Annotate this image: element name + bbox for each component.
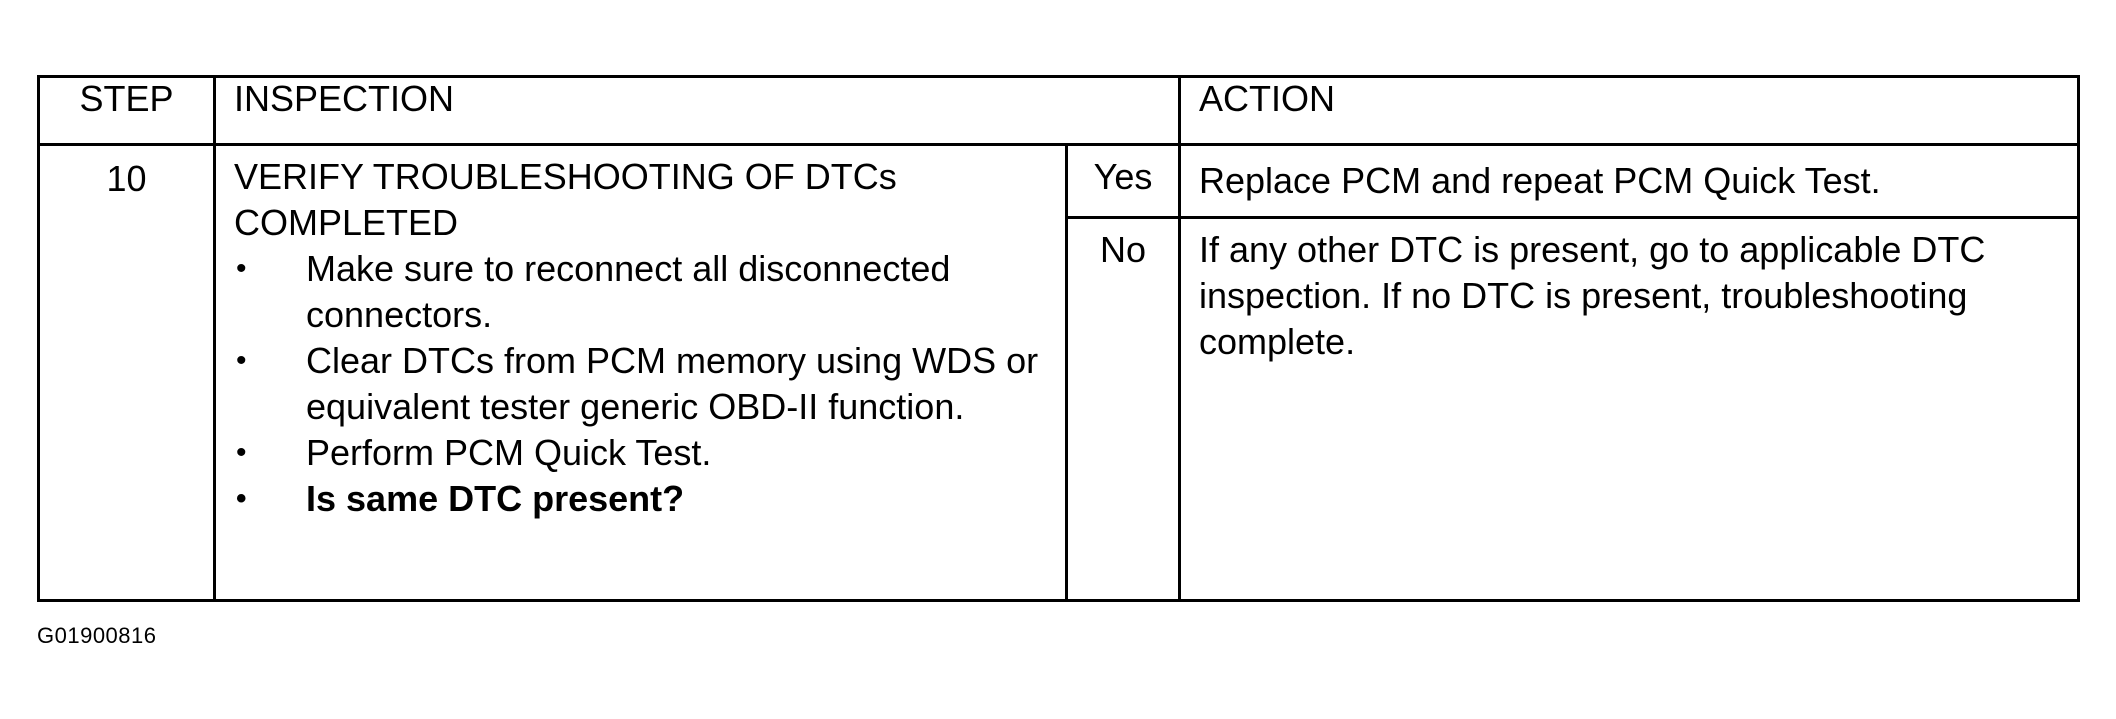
yes-label: Yes: [1065, 143, 1181, 219]
check-text: Make sure to reconnect all disconnected …: [306, 248, 951, 335]
check-item: • Perform PCM Quick Test.: [234, 430, 1055, 476]
check-text: Clear DTCs from PCM memory using WDS or …: [306, 340, 1039, 427]
diagnostic-table: STEP INSPECTION ACTION 10 VERIFY TROUBLE…: [37, 75, 2080, 602]
check-text: Perform PCM Quick Test.: [306, 432, 712, 473]
inspection-checklist: • Make sure to reconnect all disconnecte…: [234, 246, 1055, 522]
no-label: No: [1065, 216, 1181, 602]
check-item: • Make sure to reconnect all disconnecte…: [234, 246, 1055, 338]
check-item: • Clear DTCs from PCM memory using WDS o…: [234, 338, 1055, 430]
yes-action: Replace PCM and repeat PCM Quick Test.: [1178, 143, 2080, 219]
header-action: ACTION: [1178, 75, 2080, 146]
table-row-no: No If any other DTC is present, go to ap…: [39, 216, 2080, 602]
bullet-icon: •: [236, 436, 247, 469]
inspection-title: VERIFY TROUBLESHOOTING OF DTCs COMPLETED: [234, 156, 897, 243]
check-question-text: Is same DTC present?: [306, 478, 685, 519]
bullet-icon: •: [236, 482, 247, 515]
step-number: 10: [37, 143, 216, 602]
bullet-icon: •: [236, 344, 247, 377]
header-step: STEP: [37, 75, 216, 146]
check-item-question: • Is same DTC present?: [234, 476, 1055, 522]
no-action: If any other DTC is present, go to appli…: [1178, 216, 2080, 602]
bullet-icon: •: [236, 252, 247, 285]
figure-id: G01900816: [37, 623, 157, 648]
header-inspection: INSPECTION: [213, 75, 1181, 146]
inspection-cell: VERIFY TROUBLESHOOTING OF DTCs COMPLETED…: [213, 143, 1068, 602]
table-row-yes: 10 VERIFY TROUBLESHOOTING OF DTCs COMPLE…: [37, 143, 2080, 602]
table-header-row: STEP INSPECTION ACTION: [37, 75, 2080, 146]
